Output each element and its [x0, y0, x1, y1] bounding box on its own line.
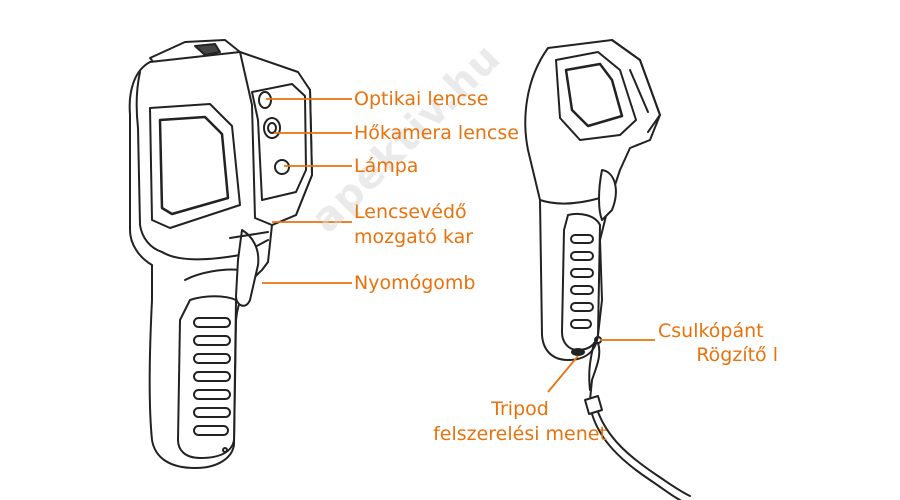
label-tripod-line1: Tripod	[491, 398, 549, 420]
label-lens-cover-lever-line1: Lencsevédő	[354, 201, 467, 223]
label-trigger: Nyomógomb	[354, 272, 476, 294]
label-lens-cover-lever-line2: mozgató kar	[354, 226, 474, 248]
leader-lines	[262, 98, 655, 393]
label-wrist-strap-line1: Csulkópánt	[658, 320, 764, 342]
label-optical-lens: Optikai lencse	[354, 88, 489, 110]
label-tripod-line2: felszerelési menet	[433, 423, 607, 445]
thermal-camera-front-view	[128, 39, 313, 469]
thermal-camera-side-view	[524, 39, 691, 500]
label-thermal-lens: Hőkamera lencse	[354, 122, 519, 144]
label-wrist-strap-line2: Rögzítő l	[696, 344, 778, 366]
label-lamp: Lámpa	[354, 155, 419, 177]
